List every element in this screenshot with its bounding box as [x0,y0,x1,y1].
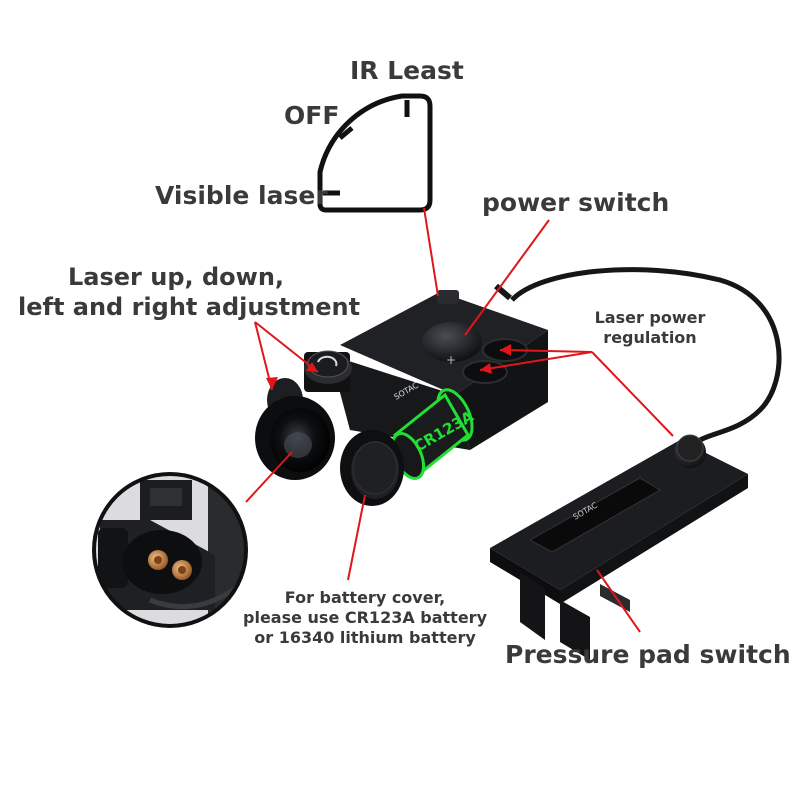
pressure-pad-callout [596,569,641,633]
battery-cap [340,430,404,506]
regulation-callout-1 [499,349,593,353]
battery-callout [347,494,366,581]
pressure-pad-label: Pressure pad switch [505,640,791,669]
remote-cable [510,267,782,443]
ir-least-label: IR Least [350,56,464,85]
laser-lens-barrel [255,396,335,480]
inset-callout [245,451,293,503]
mode-selector-knob [437,290,459,304]
power-regulation-label-line2: regulation [603,328,697,347]
cable-connector [494,283,512,301]
pressure-pad-device: SOTAC [490,434,748,660]
laser-device: + SOTAC CR123A + [255,290,548,506]
plus-mark: + [446,353,456,367]
power-switch-label: power switch [482,188,670,217]
battery-highlight: CR123A + [386,388,477,480]
adjustment-knob [304,350,352,392]
battery-note-line1: For battery cover, [284,588,446,607]
power-down-button [462,360,508,384]
adjustment-label-line1: Laser up, down, [68,263,285,291]
adjust-callout-2 [254,321,319,373]
regulation-callout-3 [591,351,674,437]
mode-dial-diagram [317,93,433,213]
visible-laser-label: Visible laser [155,181,328,210]
battery-note-line3: or 16340 lithium battery [254,628,476,647]
regulation-callout-2 [479,351,593,371]
callout-arrowheads [266,344,511,390]
power-regulation-label-line1: Laser power [594,308,706,327]
off-label: OFF [284,101,340,130]
connector-inset [92,472,248,628]
power-switch-callout [464,219,550,336]
battery-note-line2: please use CR123A battery [243,608,487,627]
off-tick [338,126,354,140]
mode-dial-callout [423,207,439,297]
callout-lines [245,207,674,633]
adjustment-label-line2: left and right adjustment [18,293,361,321]
